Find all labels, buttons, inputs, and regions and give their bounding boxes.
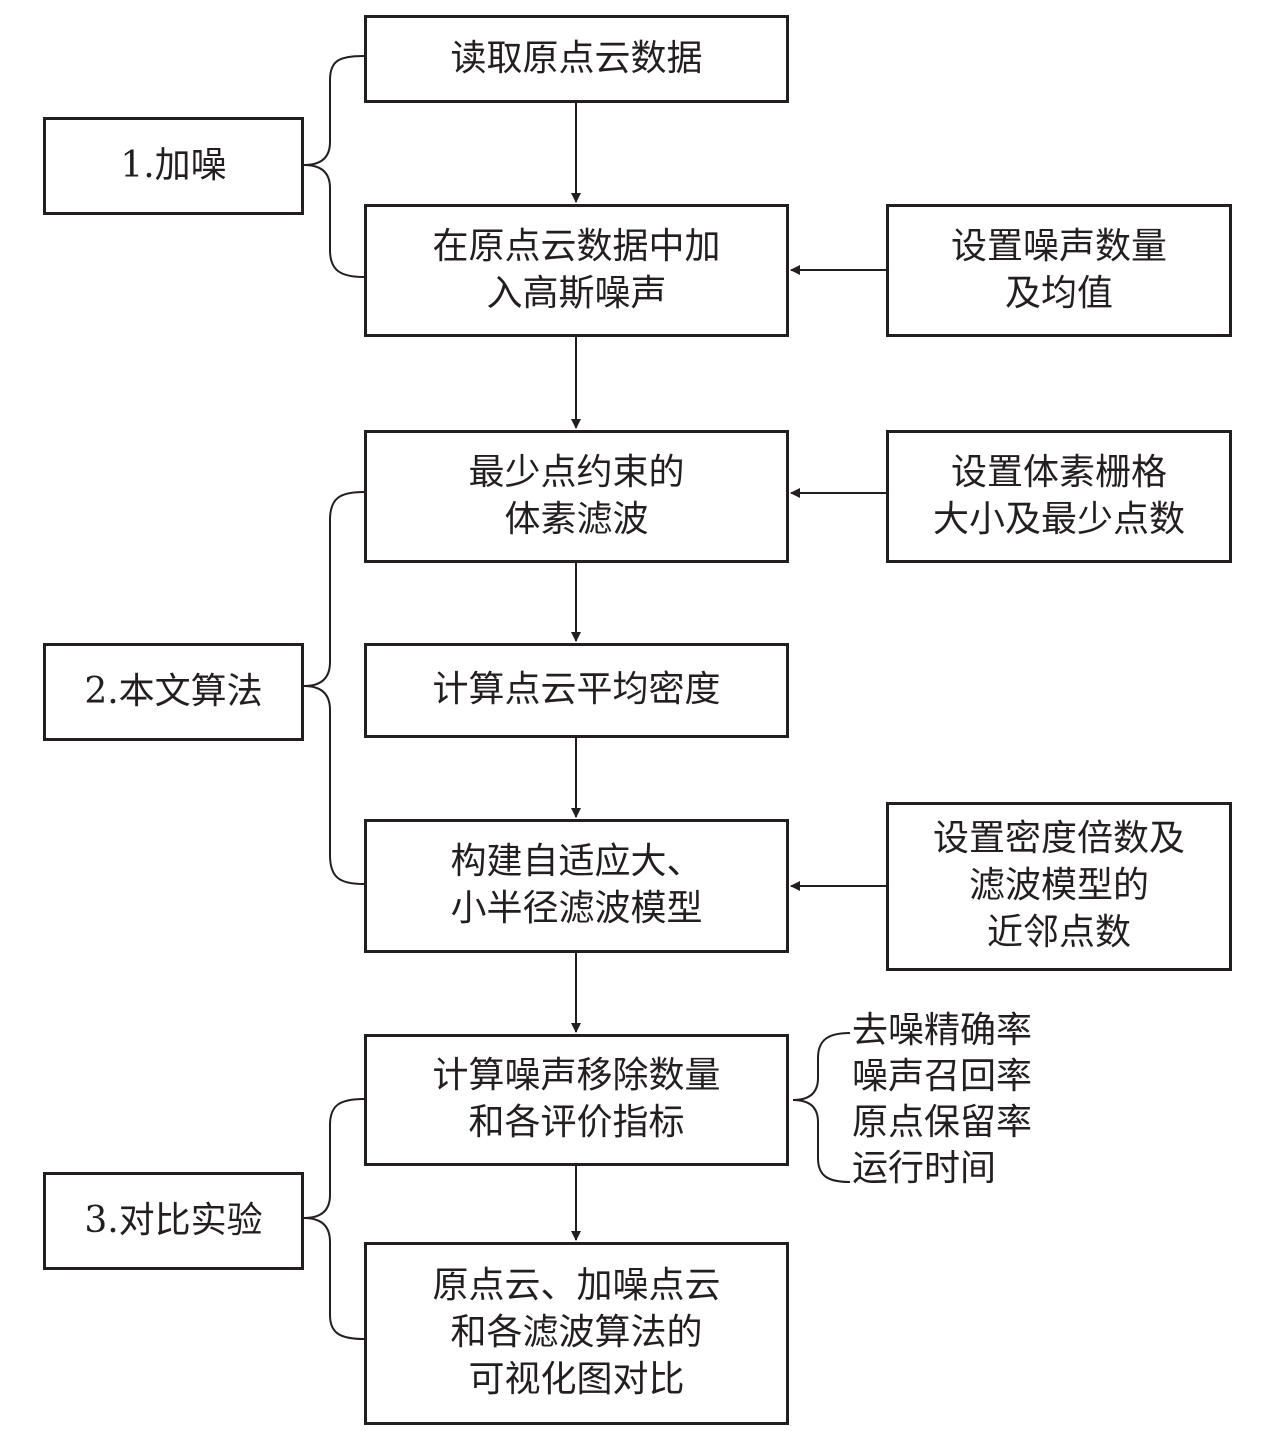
step-metrics-line-2: 和各评价指标: [468, 1102, 685, 1143]
metric-item-precision: 去噪精确率: [852, 1010, 1033, 1051]
step-read-box: 读取原点云数据: [364, 15, 789, 103]
step-density-box: 计算点云平均密度: [364, 643, 789, 738]
step-add-noise-line-2: 入高斯噪声: [486, 272, 667, 314]
stage-algorithm-label: 2.本文算法: [84, 670, 263, 712]
stage-algorithm-box: 2.本文算法: [43, 643, 304, 741]
param-density-settings-line-2: 滤波模型的: [968, 865, 1149, 907]
step-adaptive-model-box: 构建自适应大、 小半径滤波模型: [364, 819, 789, 953]
step-visual-compare-line-3: 可视化图对比: [468, 1358, 685, 1400]
metric-item-recall: 噪声召回率: [852, 1056, 1033, 1097]
step-voxel-filter-box: 最少点约束的 体素滤波: [364, 430, 789, 563]
step-visual-compare-box: 原点云、加噪点云 和各滤波算法的 可视化图对比: [364, 1242, 789, 1425]
param-voxel-settings-line-1: 设置体素栅格: [950, 451, 1167, 493]
step-visual-compare-line-2: 和各滤波算法的: [450, 1312, 703, 1354]
step-add-noise-line-1: 在原点云数据中加: [432, 225, 721, 267]
param-noise-settings-box: 设置噪声数量 及均值: [886, 204, 1232, 337]
metric-item-retention: 原点保留率: [852, 1102, 1033, 1143]
stage-noise-box: 1.加噪: [43, 117, 304, 215]
step-metrics-line-1: 计算噪声移除数量: [432, 1055, 721, 1097]
brace-stage-2: [303, 491, 365, 885]
stage-noise-label: 1.加噪: [120, 144, 227, 186]
param-density-settings-line-1: 设置密度倍数及: [932, 818, 1185, 860]
step-add-noise-box: 在原点云数据中加 入高斯噪声: [364, 204, 789, 337]
param-voxel-settings-line-2: 大小及最少点数: [932, 498, 1185, 540]
step-voxel-filter-line-1: 最少点约束的: [468, 451, 685, 493]
stage-experiment-box: 3.对比实验: [43, 1172, 304, 1270]
param-density-settings-box: 设置密度倍数及 滤波模型的 近邻点数: [886, 802, 1232, 971]
metric-item-runtime: 运行时间: [852, 1148, 997, 1189]
param-noise-settings-line-2: 及均值: [1004, 272, 1113, 314]
step-metrics-box: 计算噪声移除数量 和各评价指标: [364, 1034, 789, 1166]
step-read-line-1: 读取原点云数据: [450, 37, 703, 79]
stage-experiment-label: 3.对比实验: [84, 1199, 263, 1241]
brace-metrics: [792, 1032, 851, 1183]
param-noise-settings-line-1: 设置噪声数量: [950, 225, 1167, 267]
step-adaptive-model-line-2: 小半径滤波模型: [450, 888, 703, 929]
param-voxel-settings-box: 设置体素栅格 大小及最少点数: [886, 430, 1232, 563]
step-visual-compare-line-1: 原点云、加噪点云: [432, 1265, 721, 1307]
step-adaptive-model-line-1: 构建自适应大、: [450, 841, 703, 883]
step-density-line-1: 计算点云平均密度: [432, 669, 721, 711]
brace-stage-1: [303, 55, 365, 278]
param-density-settings-line-3: 近邻点数: [986, 911, 1131, 953]
step-voxel-filter-line-2: 体素滤波: [504, 498, 649, 540]
brace-stage-3: [303, 1098, 365, 1340]
